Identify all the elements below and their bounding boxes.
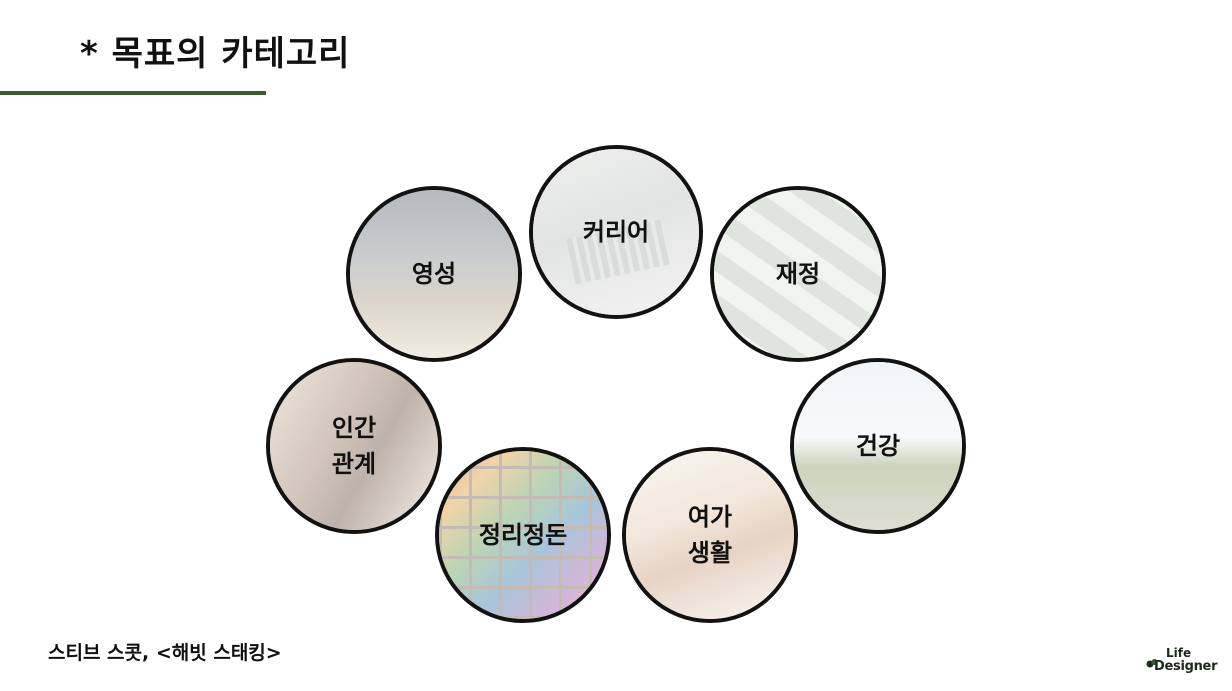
photo-overlay	[714, 190, 882, 358]
source-citation: 스티브 스콧, <해빗 스태킹>	[48, 642, 282, 664]
photo-overlay	[626, 451, 794, 619]
logo-line-2: Designer	[1154, 659, 1218, 674]
category-label-leisure: 여가 생활	[687, 503, 733, 567]
category-label-relation: 인간 관계	[331, 414, 377, 478]
category-label-finance: 재정	[775, 260, 821, 288]
category-label-career: 커리어	[582, 218, 650, 246]
category-circle-spirit[interactable]: 영성	[346, 186, 522, 362]
photo-overlay	[794, 362, 962, 530]
life-designer-logo: Life Designer	[1146, 646, 1218, 676]
photo-overlay	[439, 451, 607, 619]
category-circle-career[interactable]: 커리어	[529, 145, 703, 319]
category-circle-leisure[interactable]: 여가 생활	[622, 447, 798, 623]
category-circle-finance[interactable]: 재정	[710, 186, 886, 362]
photo-overlay	[533, 149, 699, 315]
category-circle-organize[interactable]: 정리정돈	[435, 447, 611, 623]
logo-line-1: Life	[1166, 646, 1192, 660]
category-circle-relation[interactable]: 인간 관계	[266, 358, 442, 534]
leaf-icon	[1146, 659, 1158, 668]
photo-overlay	[350, 190, 518, 358]
slide-title: * 목표의 카테고리	[80, 34, 351, 74]
category-label-health: 건강	[855, 432, 901, 460]
category-label-organize: 정리정돈	[478, 521, 568, 549]
category-circle-health[interactable]: 건강	[790, 358, 966, 534]
category-label-spirit: 영성	[411, 260, 457, 288]
title-underline	[0, 91, 266, 95]
photo-overlay	[270, 362, 438, 530]
